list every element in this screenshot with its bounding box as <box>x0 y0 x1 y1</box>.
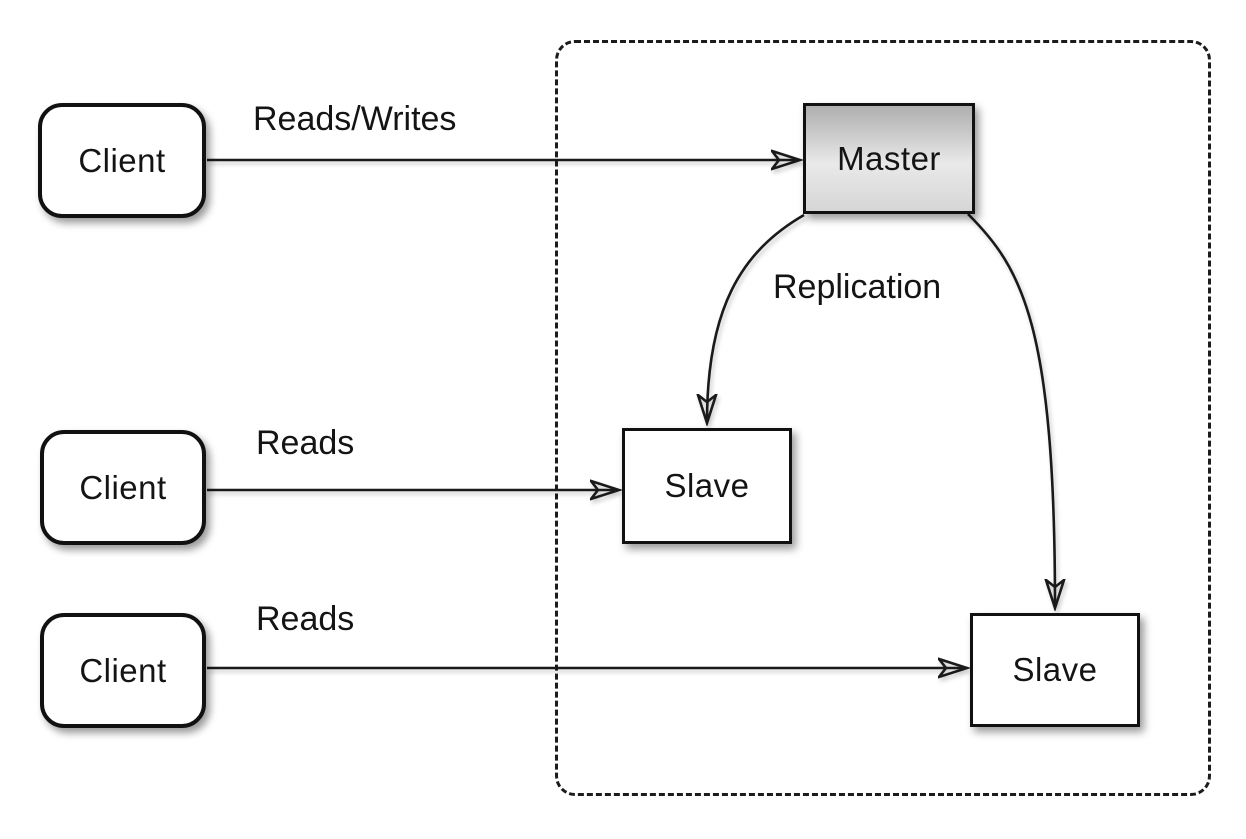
master-node: Master <box>803 103 975 214</box>
master-node-label: Master <box>837 139 941 177</box>
client-node-3: Client <box>40 613 206 728</box>
slave-node-1-label: Slave <box>664 467 750 504</box>
slave-node-2: Slave <box>970 613 1140 727</box>
edge-label-replication: Replication <box>773 268 942 306</box>
client-node-1-label: Client <box>78 141 166 179</box>
client-node-1: Client <box>38 103 206 218</box>
replication-boundary-box <box>555 40 1211 796</box>
edge-label-reads-2: Reads <box>256 600 355 638</box>
client-node-2-label: Client <box>79 468 167 506</box>
client-node-3-label: Client <box>79 651 167 689</box>
edge-label-reads-1: Reads <box>256 424 355 462</box>
slave-node-1: Slave <box>622 428 792 544</box>
slave-node-2-label: Slave <box>1012 651 1098 688</box>
client-node-2: Client <box>40 430 206 545</box>
edge-label-reads-writes: Reads/Writes <box>253 100 457 138</box>
